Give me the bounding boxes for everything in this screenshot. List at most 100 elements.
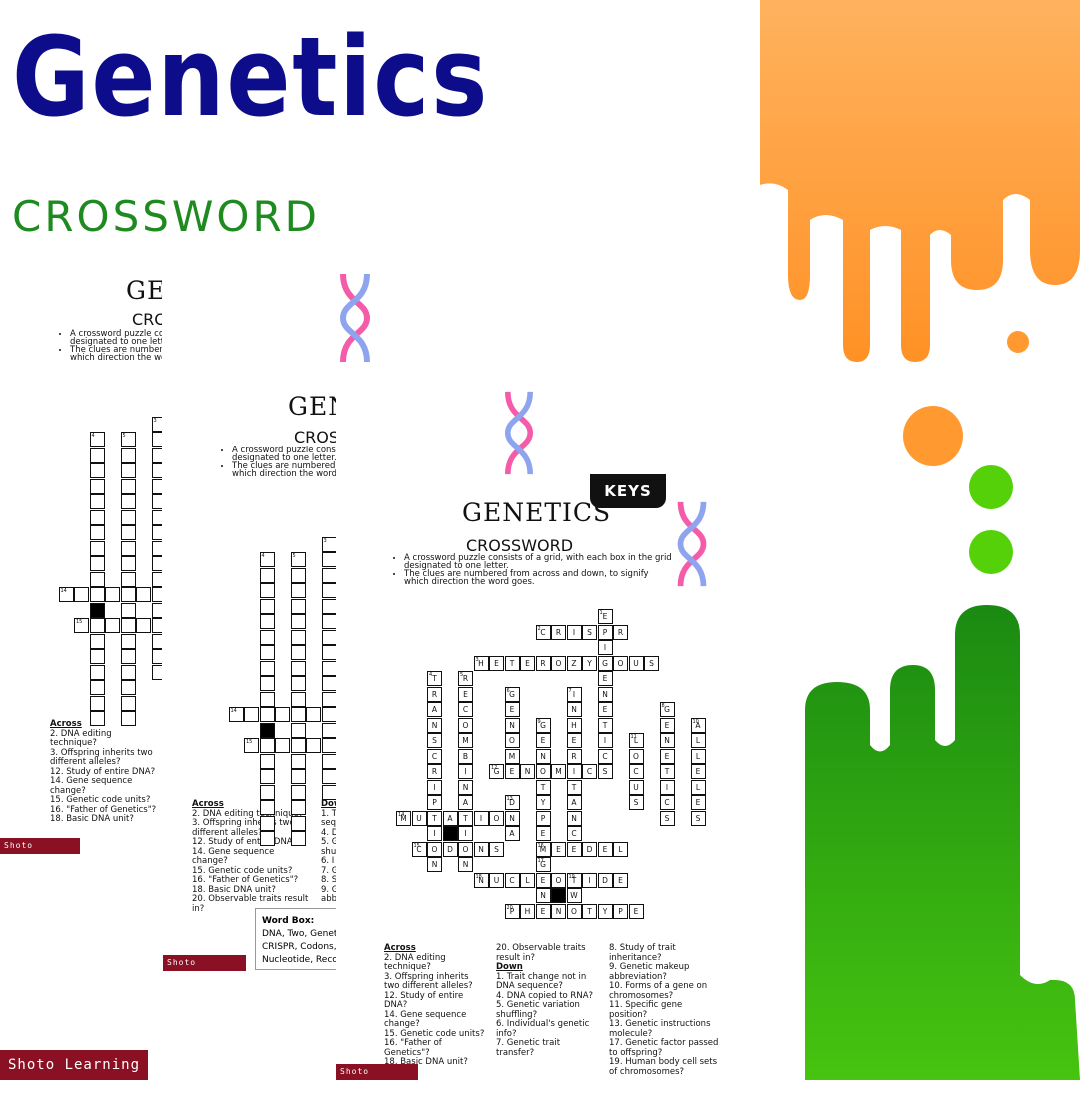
grid-cell-blocked [89, 602, 105, 618]
clue-number: 10 [692, 718, 699, 725]
clue: 5. G [321, 837, 336, 847]
grid-cell [89, 509, 105, 525]
grid-cell [89, 463, 105, 478]
grid-cell: N [566, 810, 582, 826]
clue: 3. Offspring inherits two different alle… [50, 747, 153, 767]
orange-drip [760, 0, 1080, 362]
down-clues: 20. Observable traits result in? Down 1.… [496, 943, 598, 1058]
grid-cell: I [597, 733, 613, 748]
grid-cell [89, 556, 105, 571]
grid-cell: E [659, 717, 675, 733]
grid-cell [321, 784, 336, 800]
grid-cell [290, 567, 306, 583]
grid-cell [151, 602, 162, 618]
grid-cell: D [442, 841, 458, 857]
clue-number: 20 [506, 904, 513, 911]
grid-cell: 15 [244, 738, 259, 753]
instruction-item: A crossword puzzle consists of a grid, w… [404, 554, 672, 571]
grid-cell: D [582, 841, 597, 857]
grid-cell: 3 [321, 536, 336, 552]
grid-cell: N [535, 888, 551, 903]
grid-cell: O [551, 655, 566, 671]
grid-cell [89, 540, 105, 556]
grid-cell: E [551, 841, 566, 857]
grid-cell: O [535, 764, 551, 779]
grid-cell [259, 800, 275, 815]
grid-cell: Z [566, 655, 582, 671]
across-clues: Across 2. DNA editing technique? 3. Offs… [192, 799, 310, 914]
grid-cell [120, 509, 136, 525]
grid-cell [290, 645, 306, 660]
keys-badge: KEYS [590, 474, 666, 508]
grid-cell: E [597, 671, 613, 686]
grid-cell [321, 660, 336, 676]
grid-cell: I [427, 779, 442, 795]
sheet-title: GENETICS [288, 392, 336, 421]
grid-cell: O [489, 810, 504, 826]
grid-cell [321, 629, 336, 645]
green-dot-1 [969, 465, 1013, 509]
grid-cell [290, 769, 306, 784]
grid-cell: H [566, 717, 582, 733]
grid-cell [89, 680, 105, 695]
orange-dot-large [903, 406, 963, 466]
grid-cell: T [659, 764, 675, 779]
grid-cell: S [489, 841, 504, 857]
grid-cell [290, 831, 306, 846]
grid-cell [259, 738, 275, 753]
grid-cell: U [411, 810, 427, 826]
grid-cell: E [504, 702, 520, 717]
clue: 20. Observable traits result in? [496, 943, 586, 963]
main-title: Genetics [12, 13, 490, 141]
grid-cell: T [582, 903, 597, 919]
down-heading: Dow [321, 799, 336, 809]
clue: 7. Genetic trait transfer? [496, 1038, 561, 1058]
grid-cell: P [427, 795, 442, 810]
clue-number: 3 [323, 537, 327, 544]
clue-number: 4 [261, 553, 265, 559]
grid-cell: A [504, 826, 520, 841]
clue: 18. Basic DNA unit? [384, 1057, 468, 1067]
clue: 1. Trait change not in DNA sequence? [496, 971, 587, 991]
grid-cell [290, 753, 306, 769]
grid-cell: N [535, 748, 551, 764]
grid-cell [321, 645, 336, 660]
orange-dot-small [1007, 331, 1029, 353]
clue-number: 9 [537, 718, 541, 725]
grid-cell [290, 815, 306, 831]
dna-icon [339, 273, 371, 363]
grid-cell [151, 509, 162, 525]
grid-cell [259, 691, 275, 707]
clue-number: 8 [661, 703, 665, 709]
instructions-list: A crossword puzzle consists of a grid, w… [390, 554, 672, 587]
grid-cell [290, 738, 306, 753]
grid-cell: E [535, 733, 551, 748]
grid-cell [89, 478, 105, 494]
grid-cell: 4 [259, 552, 275, 567]
grid-cell [151, 587, 162, 602]
grid-cell: I [473, 810, 489, 826]
grid-cell [290, 676, 306, 691]
sheet-title: GENETICS [462, 498, 612, 527]
sheet-subtitle: CROSSWORD [132, 310, 162, 329]
grid-cell [259, 815, 275, 831]
grid-cell: S [659, 810, 675, 826]
clue: 9. G [321, 884, 336, 895]
grid-cell [120, 695, 136, 711]
grid-cell: L [690, 748, 706, 764]
clue-number: 12 [491, 765, 498, 771]
clue-number: 18 [475, 873, 482, 880]
grid-cell: E [659, 748, 675, 764]
down-heading: Down [496, 962, 523, 972]
grid-cell: I [458, 826, 473, 841]
clue: 19. Human body cell sets of chromosomes? [609, 1057, 718, 1077]
down-clues-continued: 8. Study of trait inheritance? 9. Geneti… [609, 943, 721, 1077]
decorative-drips [760, 0, 1080, 1080]
grid-cell [120, 556, 136, 571]
